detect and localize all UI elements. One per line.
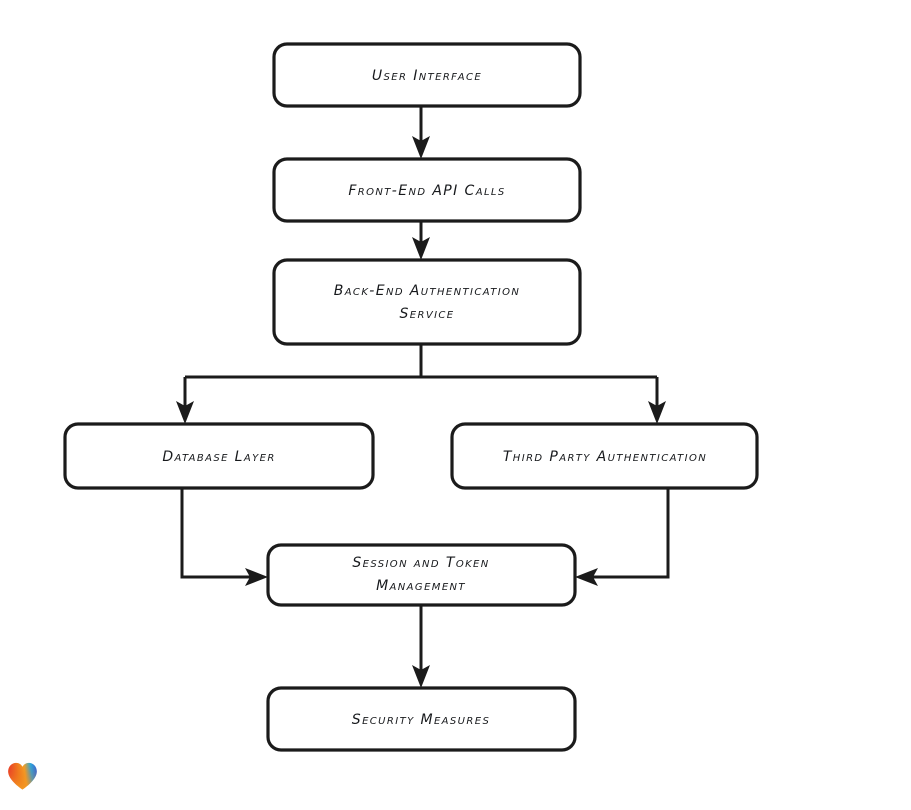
node-session-and-token-management-label-line1: Session and Token xyxy=(352,555,489,571)
node-front-end-api-calls-label: Front-End API Calls xyxy=(348,183,505,199)
node-session-and-token-management[interactable]: Session and Token Management xyxy=(266,543,577,607)
node-front-end-api-calls[interactable]: Front-End API Calls xyxy=(272,157,582,223)
node-third-party-authentication-box[interactable] xyxy=(450,422,759,490)
edge-thirdparty-to-session xyxy=(575,488,670,586)
edge-session-to-security xyxy=(412,605,430,688)
node-database-layer-label: Database Layer xyxy=(162,449,275,465)
node-back-end-authentication-service[interactable]: Back-End Authentication Service xyxy=(272,258,582,346)
heart-logo xyxy=(8,762,37,790)
edge-api-to-backend xyxy=(412,221,430,260)
edge-layer xyxy=(176,106,670,688)
edge-backend-to-thirdparty xyxy=(648,377,666,424)
node-security-measures-label: Security Measures xyxy=(352,712,490,728)
edge-backend-to-database xyxy=(176,377,194,424)
node-security-measures[interactable]: Security Measures xyxy=(266,686,577,752)
node-session-and-token-management-label-line2: Management xyxy=(376,578,466,594)
node-database-layer-box[interactable] xyxy=(63,422,375,490)
edge-backend-fork xyxy=(185,344,657,379)
node-front-end-api-calls-box[interactable] xyxy=(272,157,582,223)
node-user-interface[interactable]: User Interface xyxy=(272,42,582,108)
node-database-layer[interactable]: Database Layer xyxy=(63,422,375,490)
node-user-interface-box[interactable] xyxy=(272,42,582,108)
node-user-interface-label: User Interface xyxy=(372,68,482,84)
edge-ui-to-api xyxy=(412,106,430,159)
node-session-and-token-management-box[interactable] xyxy=(266,543,577,607)
node-back-end-authentication-service-box[interactable] xyxy=(272,258,582,346)
node-back-end-authentication-service-label-line2: Service xyxy=(399,306,454,322)
node-third-party-authentication-label: Third Party Authentication xyxy=(503,449,707,465)
edge-database-to-session xyxy=(180,488,268,586)
node-third-party-authentication[interactable]: Third Party Authentication xyxy=(450,422,759,490)
heart-shape-overlay xyxy=(8,762,37,790)
node-security-measures-box[interactable] xyxy=(266,686,577,752)
node-back-end-authentication-service-label-line1: Back-End Authentication xyxy=(334,283,521,299)
node-layer: User Interface Front-End API Calls Back-… xyxy=(63,42,759,752)
